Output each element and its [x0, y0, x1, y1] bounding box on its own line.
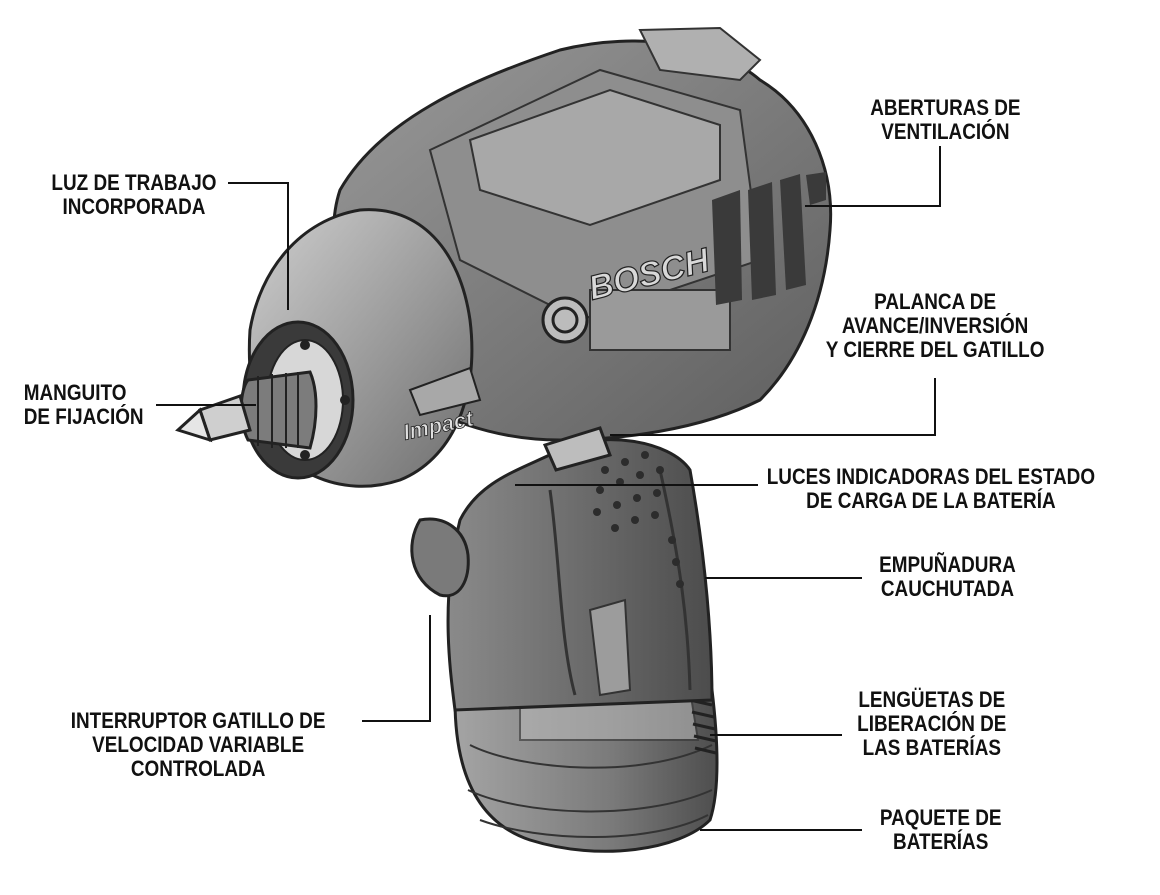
screwdriver-bit: [175, 394, 252, 443]
label-line: DE FIJACIÓN: [23, 404, 144, 429]
label-line: MANGUITO: [23, 380, 127, 405]
chuck-collar: [239, 370, 318, 450]
label-line: LENGÜETAS DE: [858, 687, 1006, 712]
leader-lines: [156, 146, 941, 831]
label-palanca-avance-inversion: PALANCA DE AVANCE/INVERSIÓN Y CIERRE DEL…: [826, 290, 1045, 362]
label-line: VELOCIDAD VARIABLE: [92, 732, 305, 757]
label-line: PALANCA DE: [874, 289, 997, 314]
label-luz-de-trabajo: LUZ DE TRABAJO INCORPORADA: [51, 171, 216, 219]
leader-palanca: [610, 378, 936, 436]
variable-speed-trigger: [410, 517, 470, 598]
label-line: AVANCE/INVERSIÓN: [841, 313, 1029, 338]
label-line: CAUCHUTADA: [880, 576, 1015, 601]
label-line: VENTILACIÓN: [881, 119, 1010, 144]
work-light: [300, 340, 350, 460]
label-line: Y CIERRE DEL GATILLO: [825, 337, 1045, 362]
leader-aberturas: [805, 146, 941, 207]
label-line: LIBERACIÓN DE: [857, 711, 1007, 736]
label-line: LAS BATERÍAS: [862, 735, 1001, 760]
label-line: PAQUETE DE: [879, 805, 1002, 830]
label-line: LUZ DE TRABAJO: [51, 170, 217, 195]
leader-luz: [228, 182, 289, 310]
label-line: INTERRUPTOR GATILLO DE: [70, 708, 326, 733]
forward-reverse-lever: [542, 426, 612, 472]
label-line: CONTROLADA: [130, 756, 266, 781]
label-interruptor-gatillo: INTERRUPTOR GATILLO DE VELOCIDAD VARIABL…: [71, 709, 326, 781]
leader-interruptor: [362, 615, 431, 722]
ventilation-openings: [712, 172, 826, 305]
label-paquete-de-baterias: PAQUETE DE BATERÍAS: [880, 806, 1002, 854]
label-line: DE CARGA DE LA BATERÍA: [806, 488, 1056, 513]
label-aberturas-de-ventilacion: ABERTURAS DE VENTILACIÓN: [870, 96, 1020, 144]
label-line: ABERTURAS DE: [870, 95, 1021, 120]
label-lenguetas-de-liberacion: LENGÜETAS DE LIBERACIÓN DE LAS BATERÍAS: [857, 688, 1006, 760]
battery-pack: [453, 688, 719, 853]
label-line: EMPUÑADURA: [879, 552, 1016, 577]
rubber-grip: [446, 438, 714, 712]
label-empunadura-cauchutada: EMPUÑADURA CAUCHUTADA: [879, 553, 1016, 601]
label-manguito-de-fijacion: MANGUITO DE FIJACIÓN: [24, 381, 144, 429]
label-line: BATERÍAS: [893, 829, 989, 854]
label-line: INCORPORADA: [62, 194, 206, 219]
label-line: LUCES INDICADORAS DEL ESTADO: [766, 464, 1096, 489]
label-luces-indicadoras: LUCES INDICADORAS DEL ESTADO DE CARGA DE…: [767, 465, 1095, 513]
